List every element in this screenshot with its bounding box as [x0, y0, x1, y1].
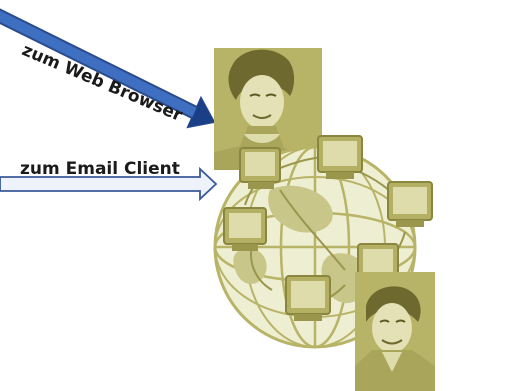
monitor-icon-3: [387, 181, 433, 227]
web-browser-arrow-icon: [0, 8, 216, 129]
monitor-icon-4: [223, 207, 267, 251]
email-client-arrow-icon: [0, 166, 218, 202]
email-client-label: zum Email Client: [20, 159, 180, 179]
man-photo: [355, 272, 435, 391]
network-people-illustration: [213, 48, 435, 391]
monitor-icon-2: [317, 135, 363, 179]
monitor-icon-1: [239, 147, 281, 189]
monitor-icon-6: [285, 275, 331, 321]
